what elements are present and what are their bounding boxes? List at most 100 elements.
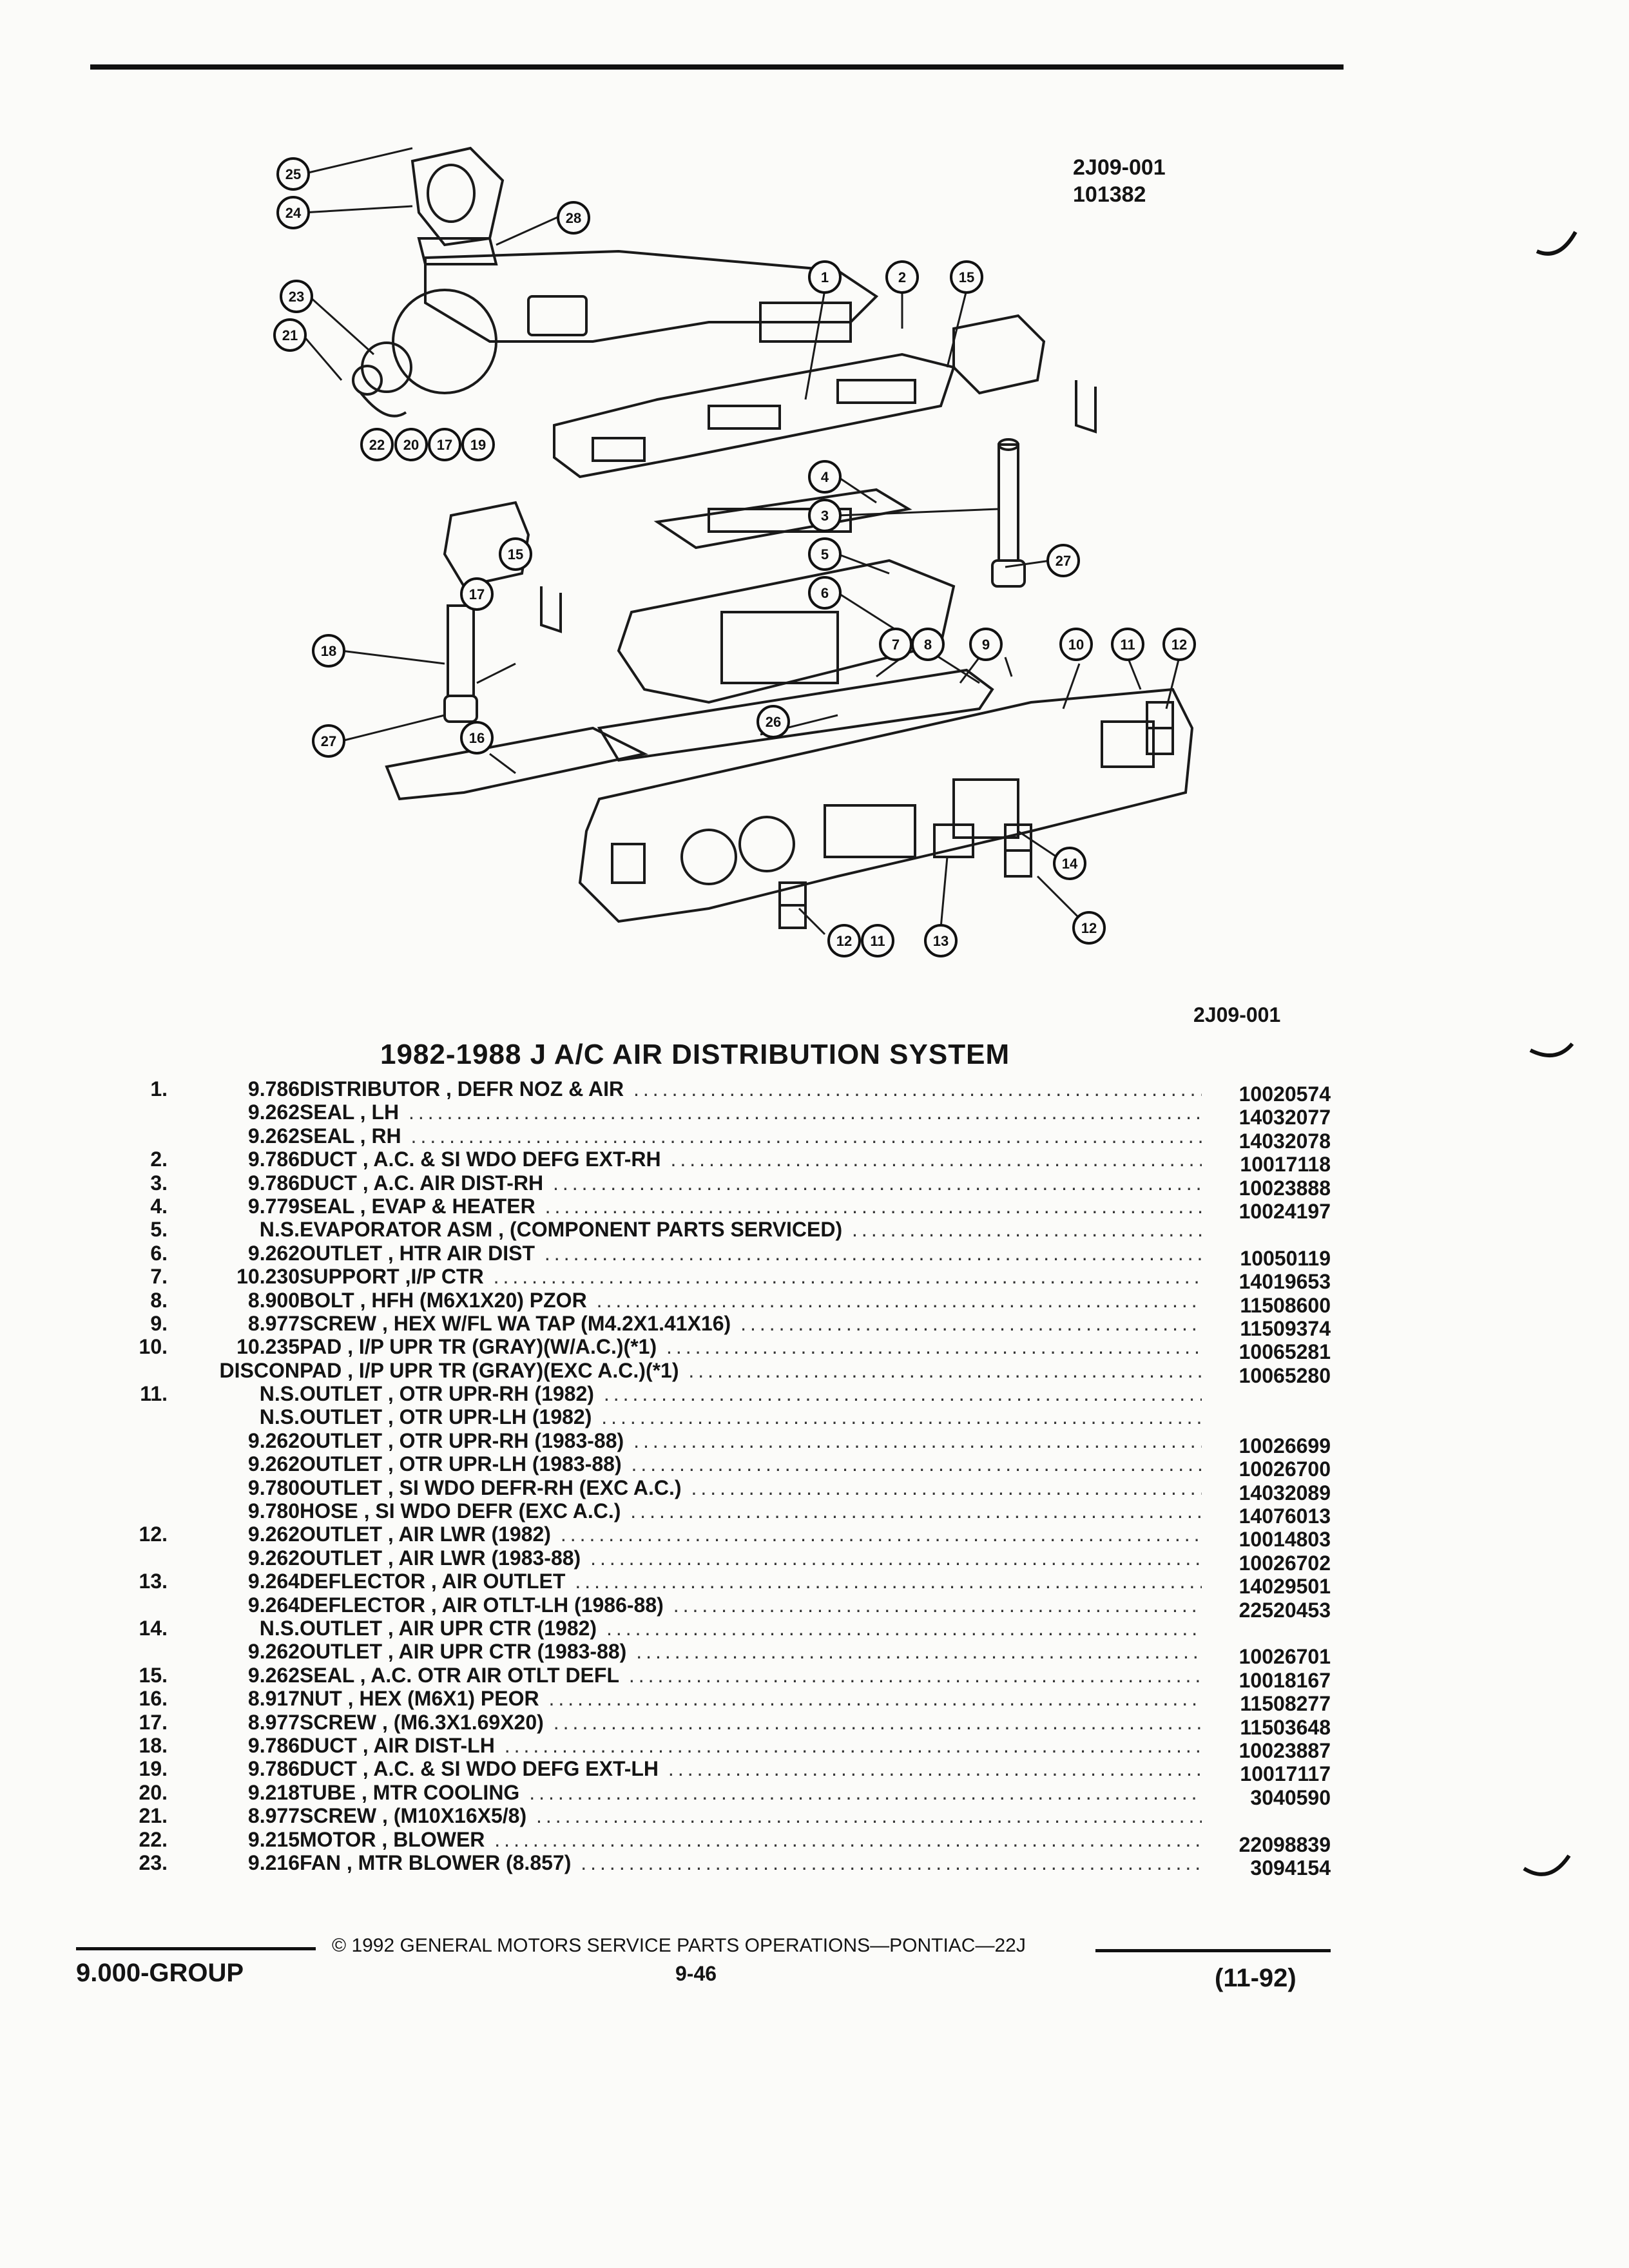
leader-dots: ........................................… xyxy=(544,1241,1202,1265)
part-description: PAD , I/P UPR TR (GRAY)(W/A.C.)(*1) ....… xyxy=(300,1335,1202,1358)
ref-date: 101382 xyxy=(1073,182,1146,207)
leader-dots: ........................................… xyxy=(408,1100,1202,1124)
part-number: 10017118 xyxy=(1240,1153,1331,1177)
item-number: 23. xyxy=(139,1850,168,1874)
item-number: 2. xyxy=(150,1148,168,1171)
part-description: SEAL , RH ..............................… xyxy=(300,1124,1202,1148)
svg-text:22: 22 xyxy=(369,437,385,453)
callout-17: 17 xyxy=(428,428,461,461)
callout-4: 4 xyxy=(808,460,842,494)
part-description: OUTLET , AIR UPR CTR (1983-88) .........… xyxy=(300,1640,1202,1663)
callout-8: 8 xyxy=(911,628,945,661)
callout-16: 16 xyxy=(460,721,494,754)
evap-seal-opening xyxy=(708,508,852,533)
group-number: 9.262 xyxy=(247,1546,300,1570)
part-number: 10065281 xyxy=(1239,1340,1331,1364)
svg-text:1: 1 xyxy=(821,269,829,285)
svg-text:3: 3 xyxy=(821,508,829,524)
part-description: DUCT , AIR DIST-LH .....................… xyxy=(300,1734,1202,1757)
part-row: 14.N.S.OUTLET , AIR UPR CTR (1982) .....… xyxy=(97,1617,1353,1640)
description-text: NUT , HEX (M6X1) PEOR xyxy=(300,1687,539,1711)
description-text: PAD , I/P UPR TR (GRAY)(EXC A.C.)(*1) xyxy=(300,1358,679,1382)
group-number: N.S. xyxy=(259,1218,300,1242)
svg-text:13: 13 xyxy=(933,933,949,949)
group-number: 9.786 xyxy=(247,1757,300,1781)
part-description: OUTLET , AIR LWR (1982) ................… xyxy=(300,1523,1202,1546)
description-text: EVAPORATOR ASM , (COMPONENT PARTS SERVIC… xyxy=(300,1218,843,1242)
group-number: 9.262 xyxy=(247,1241,300,1265)
part-description: DISTRIBUTOR , DEFR NOZ & AIR ...........… xyxy=(300,1077,1202,1100)
svg-text:12: 12 xyxy=(1081,920,1097,936)
item-number: 19. xyxy=(139,1757,168,1781)
gauge-center xyxy=(738,816,795,872)
item-number: 16. xyxy=(139,1687,168,1711)
binder-mark-3 xyxy=(1523,1854,1571,1876)
part-number: 3040590 xyxy=(1250,1785,1331,1809)
upper-seal xyxy=(417,237,498,265)
binder-mark-1 xyxy=(1536,231,1577,256)
distributor-slot-a xyxy=(592,437,646,462)
callout-19: 19 xyxy=(461,428,495,461)
callout-15-lh: 15 xyxy=(499,537,532,571)
svg-text:7: 7 xyxy=(892,637,900,653)
item-number: 17. xyxy=(139,1710,168,1734)
group-number: 8.977 xyxy=(247,1804,300,1828)
svg-text:9: 9 xyxy=(982,637,990,653)
group-number: 9.786 xyxy=(247,1148,300,1171)
description-text: MOTOR , BLOWER xyxy=(300,1827,485,1851)
description-text: SEAL , EVAP & HEATER xyxy=(300,1194,535,1218)
part-number: 14029501 xyxy=(1239,1575,1331,1599)
description-text: DUCT , A.C. & SI WDO DEFG EXT-RH xyxy=(300,1148,661,1171)
part-description: SUPPORT ,I/P CTR .......................… xyxy=(300,1265,1202,1288)
callout-27-rh: 27 xyxy=(1046,544,1080,577)
item-number: 4. xyxy=(150,1194,168,1218)
item-number: 7. xyxy=(150,1265,168,1289)
description-text: DUCT , A.C. AIR DIST-RH xyxy=(300,1171,544,1195)
svg-text:15: 15 xyxy=(508,546,523,562)
part-description: FAN , MTR BLOWER (8.857) ...............… xyxy=(300,1851,1202,1874)
part-description: EVAPORATOR ASM , (COMPONENT PARTS SERVIC… xyxy=(300,1218,1202,1241)
leader-dots: ........................................… xyxy=(666,1335,1202,1359)
callout-20: 20 xyxy=(394,428,428,461)
leader-dots: ........................................… xyxy=(536,1804,1202,1828)
item-number: 1. xyxy=(150,1077,168,1100)
svg-text:28: 28 xyxy=(566,210,581,226)
part-number: 10026702 xyxy=(1239,1551,1331,1575)
group-number: 9.262 xyxy=(247,1100,300,1124)
group-number: 9.780 xyxy=(247,1475,300,1499)
item-number: 5. xyxy=(150,1218,168,1242)
svg-text:18: 18 xyxy=(321,643,336,659)
part-number: 10024197 xyxy=(1239,1199,1331,1223)
svg-text:19: 19 xyxy=(470,437,486,453)
parts-list: 1. 9.786 DISTRIBUTOR , DEFR NOZ & AIR ....… xyxy=(97,1077,1353,1879)
svg-text:14: 14 xyxy=(1062,856,1078,872)
leader-dots: ........................................… xyxy=(630,1499,1202,1523)
part-description: DEFLECTOR , AIR OTLT-LH (1986-88) ......… xyxy=(300,1593,1202,1617)
leader-dots: ........................................… xyxy=(670,1148,1202,1171)
item-number: 11. xyxy=(140,1382,168,1406)
part-number: 14019653 xyxy=(1239,1270,1331,1294)
section-title: 1982-1988 J A/C AIR DISTRIBUTION SYSTEM xyxy=(380,1039,1010,1070)
callout-17b: 17 xyxy=(460,577,494,611)
leader-dots: ........................................… xyxy=(691,1475,1202,1499)
leader-dots: ........................................… xyxy=(668,1757,1202,1781)
part-description: DEFLECTOR , AIR OUTLET .................… xyxy=(300,1570,1202,1593)
group-number: 9.262 xyxy=(247,1428,300,1452)
group-number: N.S. xyxy=(259,1405,300,1429)
binder-mark-2 xyxy=(1529,1042,1574,1057)
svg-text:24: 24 xyxy=(285,205,302,221)
blower-housing xyxy=(392,289,497,394)
callout-24: 24 xyxy=(276,196,310,229)
callout-12-lower: 12 xyxy=(1072,911,1106,945)
callout-2: 2 xyxy=(885,260,919,294)
description-text: BOLT , HFH (M6X1X20) PZOR xyxy=(300,1288,587,1312)
svg-text:21: 21 xyxy=(282,327,298,343)
